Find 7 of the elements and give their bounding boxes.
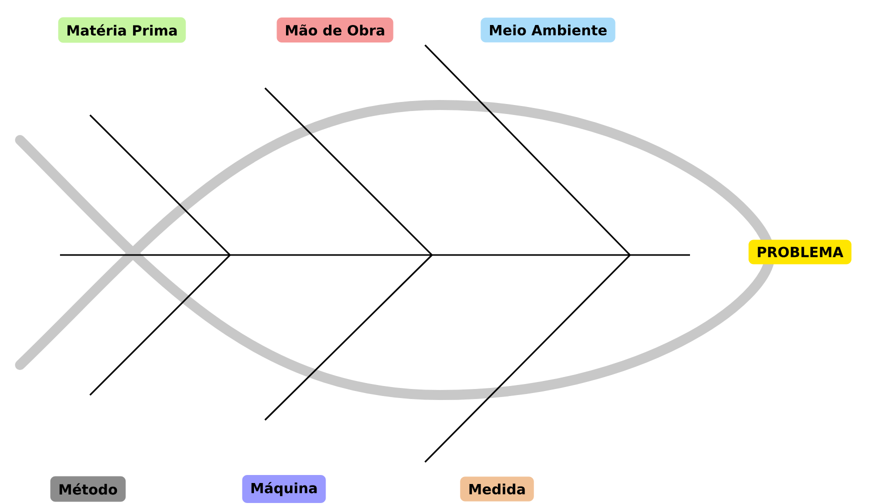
- label-box: PROBLEMA: [748, 240, 852, 264]
- label-box: Método: [50, 476, 126, 502]
- label-box: Matéria Prima: [58, 17, 186, 43]
- label-box: Meio Ambiente: [480, 18, 616, 42]
- label-box: Medida: [460, 476, 534, 502]
- label-box: Máquina: [242, 474, 326, 504]
- label-box: Mão de Obra: [276, 17, 394, 43]
